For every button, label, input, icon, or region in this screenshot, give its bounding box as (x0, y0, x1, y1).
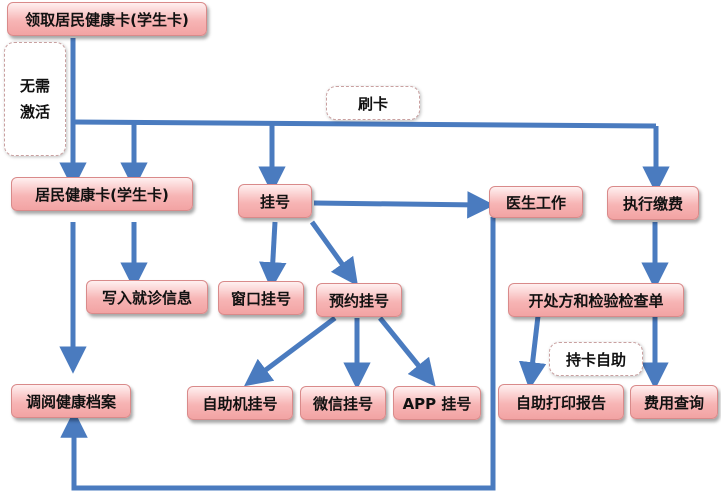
arrow-reg-to-doctor (313, 191, 495, 219)
node-appointment-reg: 预约挂号 (316, 283, 402, 317)
node-get-card: 领取居民健康卡(学生卡) (7, 2, 207, 36)
node-fee-query: 费用查询 (630, 385, 718, 419)
node-app-reg: APP 挂号 (393, 386, 481, 420)
node-doctor-work: 医生工作 (489, 186, 583, 218)
arrow-presc-to-selfprint (518, 315, 547, 390)
node-resident-card: 居民健康卡(学生卡) (11, 177, 193, 211)
node-prescription-exam: 开处方和检验检查单 (508, 283, 684, 317)
node-payment: 执行缴费 (607, 186, 699, 220)
node-view-records: 调阅健康档案 (11, 384, 131, 418)
node-self-service-reg: 自助机挂号 (187, 386, 293, 420)
node-write-info: 写入就诊信息 (86, 280, 208, 314)
node-registration: 挂号 (238, 184, 312, 218)
arrow-reg-to-window (259, 221, 287, 290)
arrow-appt-to-selfservice (244, 316, 337, 387)
note-no-activation: 无需 激活 (4, 42, 66, 156)
arrow-appt-to-app (378, 316, 436, 387)
arrow-doctor-loop-to-records (60, 217, 496, 491)
note-card-self-service: 持卡自助 (549, 342, 643, 376)
node-self-print: 自助打印报告 (498, 384, 624, 420)
node-window-reg: 窗口挂号 (218, 281, 304, 315)
arrow-reg-to-appointment (309, 220, 359, 287)
note-swipe-card: 刷卡 (326, 86, 420, 120)
node-wechat-reg: 微信挂号 (300, 386, 386, 420)
bus-line (72, 119, 657, 129)
